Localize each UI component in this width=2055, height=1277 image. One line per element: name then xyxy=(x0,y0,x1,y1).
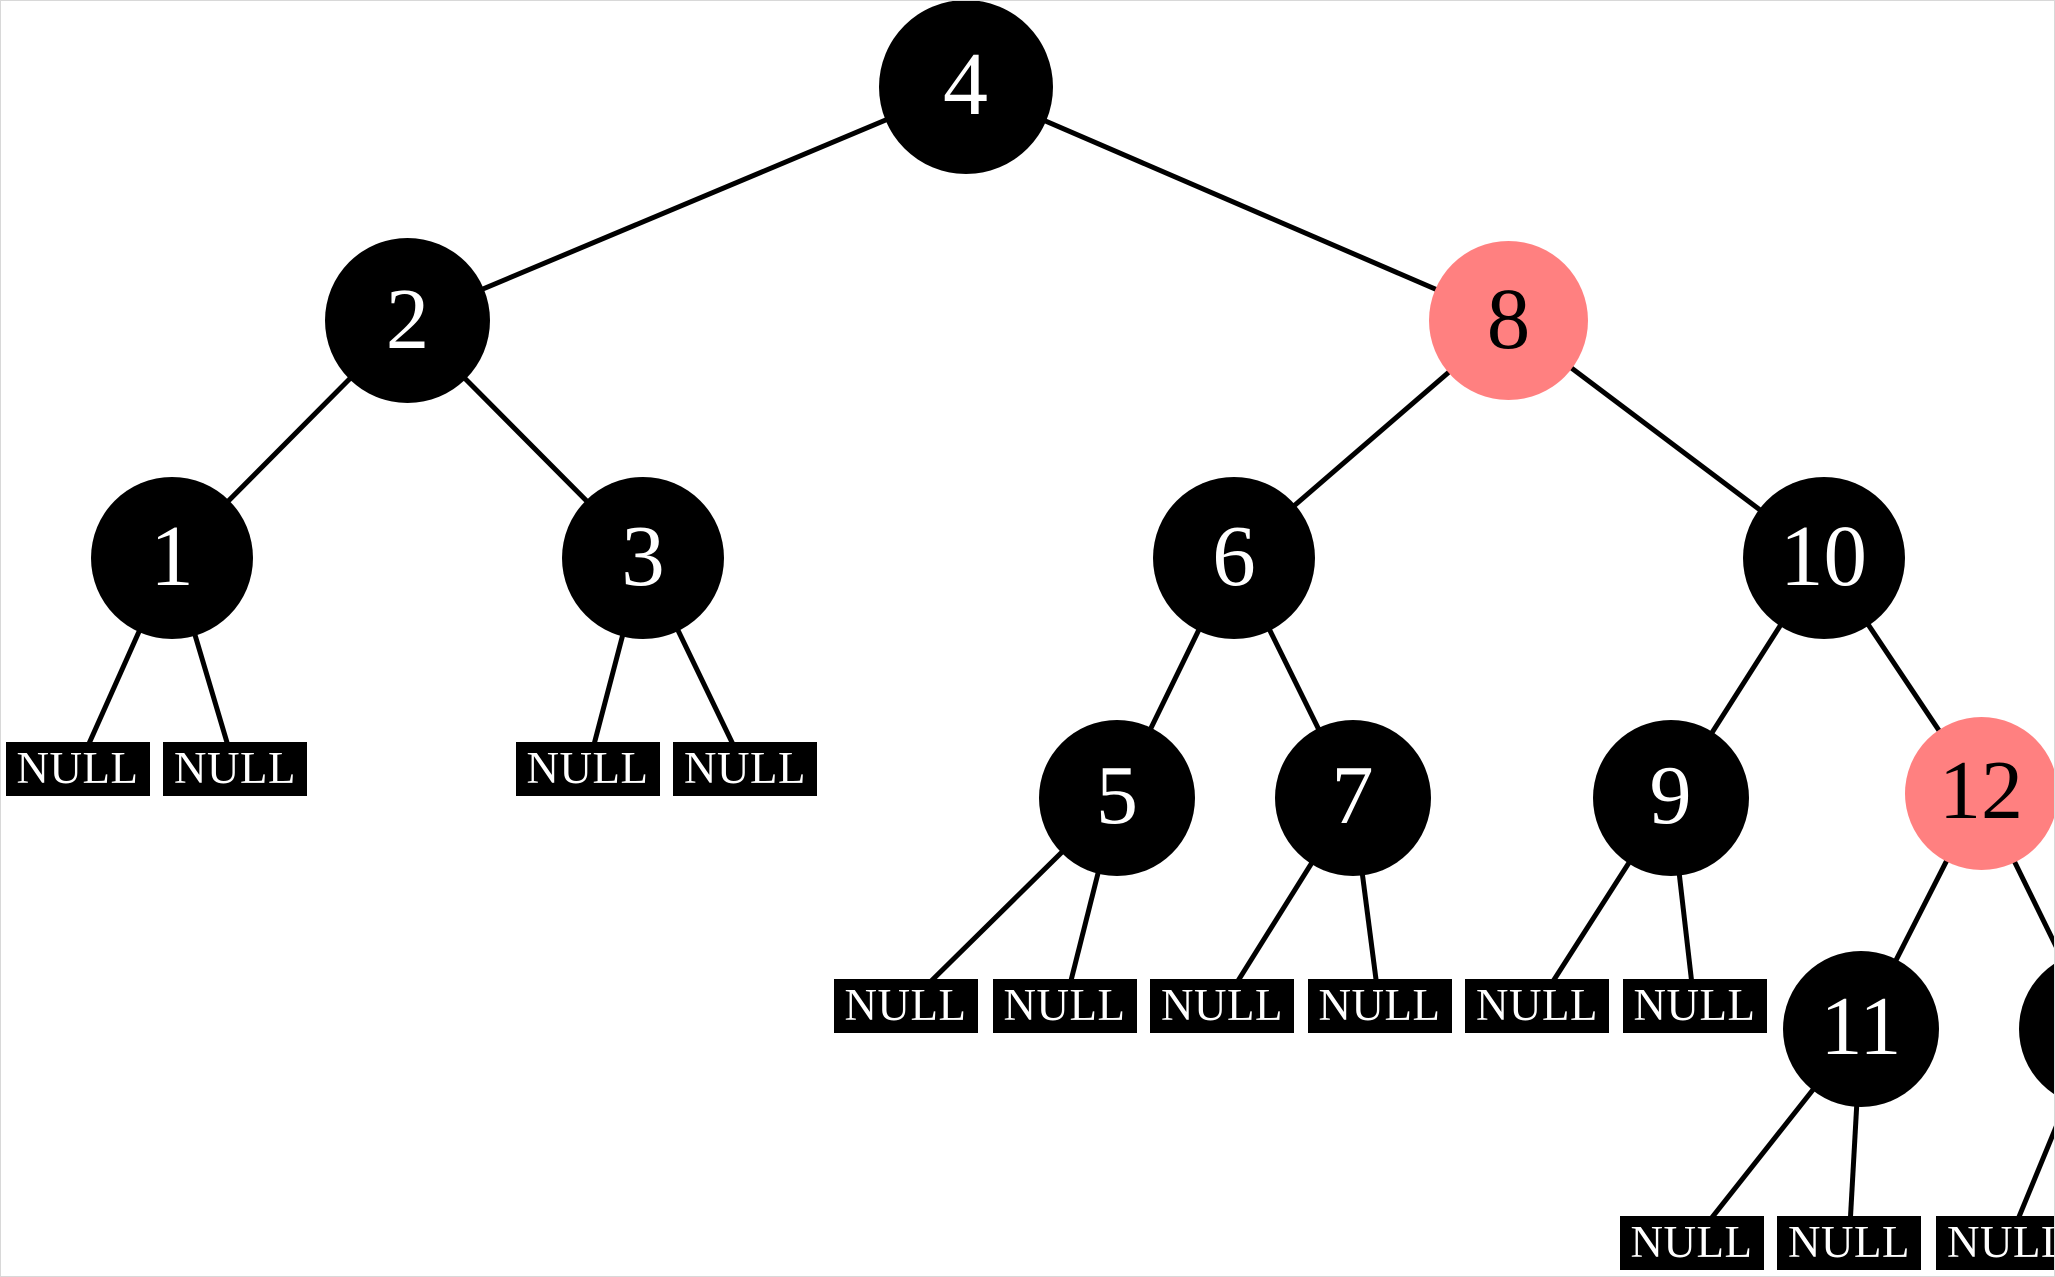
null-leaf: NULL xyxy=(1619,1216,1764,1271)
tree-node-13[interactable]: 13 xyxy=(2018,950,2054,1107)
tree-node-label: 5 xyxy=(1095,748,1138,842)
null-leaf: NULL xyxy=(1622,979,1767,1034)
tree-node-12[interactable]: 12 xyxy=(1904,716,2054,870)
null-leaf-label: NULL xyxy=(174,742,296,793)
null-leaf-label: NULL xyxy=(1947,1216,2054,1267)
tree-node-label: 1 xyxy=(150,507,194,605)
null-leaf: NULL xyxy=(1936,1216,2054,1271)
null-leaf-label: NULL xyxy=(1161,979,1283,1030)
null-leaf-label: NULL xyxy=(1003,979,1126,1030)
tree-node-11[interactable]: 11 xyxy=(1783,950,1939,1107)
null-leaf: NULL xyxy=(1465,979,1609,1034)
tree-node-9[interactable]: 9 xyxy=(1592,719,1749,876)
null-leaf: NULL xyxy=(1150,979,1294,1034)
null-leaf: NULL xyxy=(992,979,1137,1034)
tree-node-label: 4 xyxy=(942,34,988,134)
tree-node-6[interactable]: 6 xyxy=(1153,476,1315,639)
null-leaf: NULL xyxy=(515,742,660,797)
null-leaf-label: NULL xyxy=(1476,979,1598,1030)
null-leaf: NULL xyxy=(1777,1216,1921,1271)
tree-node-label: 7 xyxy=(1331,748,1374,842)
tree-node-label: 10 xyxy=(1779,507,1867,605)
tree-node-10[interactable]: 10 xyxy=(1742,476,1905,639)
null-leaf: NULL xyxy=(5,742,150,797)
null-leaf-label: NULL xyxy=(844,979,967,1030)
tree-node-label: 6 xyxy=(1212,507,1256,605)
tree-node-label: 9 xyxy=(1649,748,1692,842)
null-leaf-label: NULL xyxy=(1630,1216,1753,1267)
tree-node-label: 2 xyxy=(385,270,430,368)
tree-node-2[interactable]: 2 xyxy=(325,238,490,404)
null-leaf: NULL xyxy=(163,742,307,797)
tree-edge xyxy=(408,87,966,321)
tree-node-label: 3 xyxy=(621,507,665,605)
tree-node-4[interactable]: 4 xyxy=(878,1,1053,174)
tree-node-label: 12 xyxy=(1938,744,2023,838)
null-leaf-label: NULL xyxy=(1788,1216,1910,1267)
tree-node-7[interactable]: 7 xyxy=(1274,719,1431,876)
null-leaf: NULL xyxy=(673,742,817,797)
null-leaf-label: NULL xyxy=(1318,979,1441,1030)
tree-node-label: 11 xyxy=(1820,979,1902,1073)
tree-node-label: 8 xyxy=(1486,270,1531,368)
null-leaf: NULL xyxy=(1307,979,1452,1034)
null-leaf-label: NULL xyxy=(16,742,139,793)
null-leaf: NULL xyxy=(833,979,978,1034)
null-leaf-label: NULL xyxy=(526,742,649,793)
tree-node-1[interactable]: 1 xyxy=(91,476,253,639)
tree-edge xyxy=(966,87,1509,321)
tree-node-3[interactable]: 3 xyxy=(562,476,724,639)
null-leaf-label: NULL xyxy=(1633,979,1756,1030)
tree-node-5[interactable]: 5 xyxy=(1039,719,1195,876)
tree-node-8[interactable]: 8 xyxy=(1429,241,1588,401)
null-leaf-label: NULL xyxy=(684,742,806,793)
